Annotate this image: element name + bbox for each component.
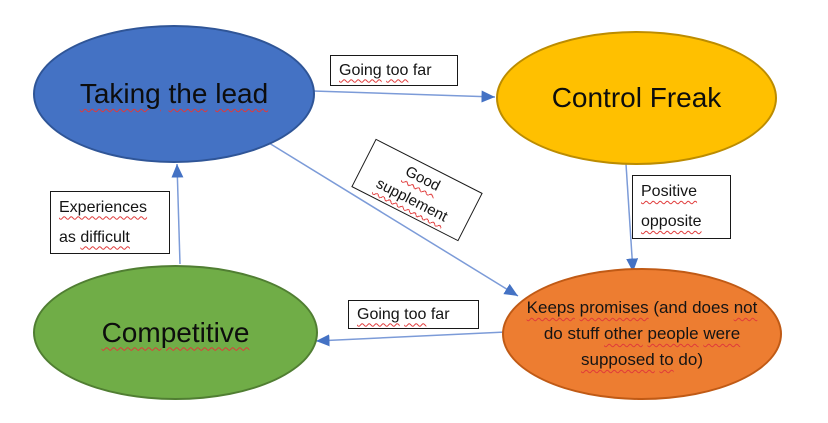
- edge-label-text: as difficult: [59, 228, 130, 246]
- node-taking-the-lead: Taking the lead: [33, 25, 315, 163]
- edge-label-text: Going too far: [357, 305, 450, 323]
- arrow-keeps-promises-to-competitive: [315, 331, 507, 347]
- node-label-keeps-promises: Keeps promises (and does not do stuff ot…: [523, 295, 762, 373]
- edge-label-going-too-far-bottom: Going too far: [348, 300, 479, 329]
- edge-label-positive-opposite: Positive opposite: [632, 175, 731, 239]
- node-label-control-freak: Control Freak: [551, 82, 722, 113]
- keeps-promises-line-1: Keeps promises (and does not: [526, 298, 758, 317]
- edge-label-text: Positive: [641, 183, 698, 200]
- keeps-promises-line-2: do stuff other people were: [543, 324, 741, 343]
- arrow-competitive-to-taking-lead: [171, 163, 184, 265]
- node-keeps-promises: Keeps promises (and does not do stuff ot…: [502, 268, 782, 400]
- edge-label-text: opposite: [641, 213, 702, 230]
- edge-label-text: Experiences: [59, 198, 148, 216]
- node-label-competitive: Competitive: [101, 316, 250, 348]
- edge-label-experiences-as-difficult: Experiences as difficult: [50, 191, 170, 254]
- edge-label-text: Going too far: [339, 61, 432, 79]
- node-control-freak: Control Freak: [496, 31, 777, 165]
- arrow-control-freak-to-keeps-promises: [625, 163, 639, 273]
- node-label-taking-the-lead: Taking the lead: [79, 78, 269, 109]
- arrow-taking-lead-to-keeps-promises: [268, 142, 519, 297]
- arrow-taking-lead-to-control-freak: [312, 90, 496, 103]
- keeps-promises-line-3: supposed to do): [581, 350, 703, 369]
- node-competitive: Competitive: [33, 265, 318, 400]
- edge-label-going-too-far-top: Going too far: [330, 55, 458, 86]
